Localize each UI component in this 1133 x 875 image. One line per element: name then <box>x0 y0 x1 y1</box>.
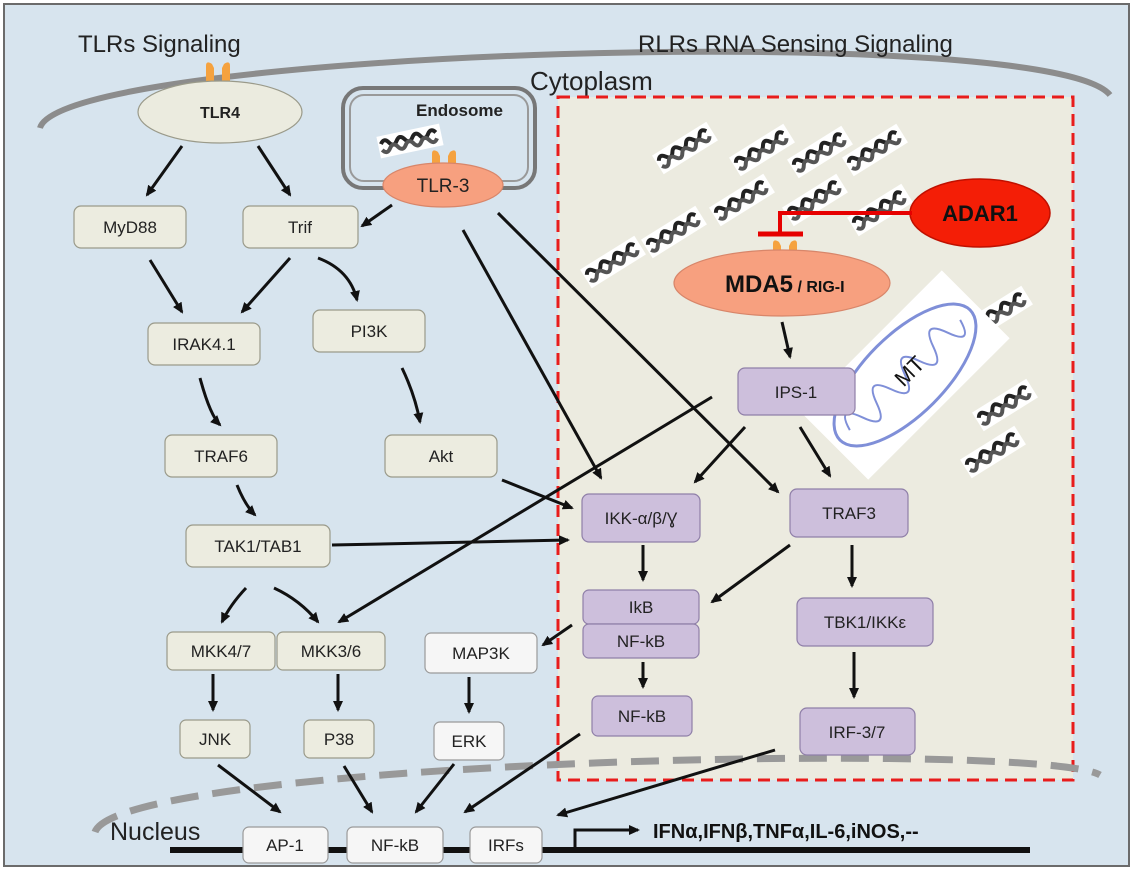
node-pi3k: PI3K <box>312 309 426 353</box>
svg-text:MAP3K: MAP3K <box>452 644 510 663</box>
nucleus-label: Nucleus <box>110 818 200 846</box>
node-p38: P38 <box>303 719 375 759</box>
svg-text:P38: P38 <box>324 730 354 749</box>
node-nfkb: NF-kB <box>591 695 693 737</box>
svg-text:TBK1/IKKε: TBK1/IKKε <box>824 613 907 632</box>
node-tbk1: TBK1/IKKε <box>796 597 934 647</box>
node-traf3: TRAF3 <box>789 488 909 538</box>
svg-text:TRAF3: TRAF3 <box>822 504 876 523</box>
transcription-arrow <box>573 825 640 850</box>
title-cytoplasm: Cytoplasm <box>530 66 653 96</box>
svg-text:MKK3/6: MKK3/6 <box>301 642 361 661</box>
svg-text:TAK1/TAB1: TAK1/TAB1 <box>214 537 301 556</box>
output-genes: IFNα,IFNβ,TNFα,IL-6,iNOS,-- <box>653 821 919 843</box>
cell-membrane <box>37 48 1113 130</box>
svg-text:IKK-α/β/Ɣ: IKK-α/β/Ɣ <box>605 509 678 528</box>
node-irak: IRAK4.1 <box>147 322 261 366</box>
nuclear-envelope <box>91 754 1102 834</box>
svg-text:MKK4/7: MKK4/7 <box>191 642 251 661</box>
svg-text:JNK: JNK <box>199 730 232 749</box>
node-traf6: TRAF6 <box>164 434 278 478</box>
adar1-inhibition-line <box>778 211 912 234</box>
svg-text:AP-1: AP-1 <box>266 836 304 855</box>
svg-text:ERK: ERK <box>452 732 488 751</box>
endosome: Endosome TLR-3 <box>341 86 537 208</box>
node-ips1: IPS-1 <box>737 367 856 416</box>
node-map3k: MAP3K <box>424 632 538 674</box>
node-myd88: MyD88 <box>73 205 187 249</box>
mitochondrion: MT <box>800 270 1010 480</box>
svg-text:PI3K: PI3K <box>351 322 389 341</box>
adar1-label: ADAR1 <box>942 201 1018 226</box>
svg-text:IRFs: IRFs <box>488 836 524 855</box>
svg-text:NF-kB: NF-kB <box>617 632 665 651</box>
title-tlrs: TLRs Signaling <box>78 31 241 58</box>
node-akt: Akt <box>384 434 498 478</box>
svg-text:NF-kB: NF-kB <box>618 707 666 726</box>
svg-text:NF-kB: NF-kB <box>371 836 419 855</box>
node-nfkb-complex: NF-kB <box>582 623 700 659</box>
svg-text:IPS-1: IPS-1 <box>775 383 818 402</box>
title-rlrs: RLRs RNA Sensing Signaling <box>638 31 953 58</box>
pathway-arrows <box>145 145 859 818</box>
node-ikb: IkB <box>582 589 700 625</box>
svg-text:TRAF6: TRAF6 <box>194 447 248 466</box>
tf-nfkb: NF-kB <box>346 826 444 864</box>
node-jnk: JNK <box>179 719 251 759</box>
node-tak1: TAK1/TAB1 <box>185 524 331 568</box>
svg-text:Akt: Akt <box>429 447 454 466</box>
svg-text:IRAK4.1: IRAK4.1 <box>172 335 235 354</box>
mda5-label: MDA5 / RIG-I <box>725 271 845 298</box>
node-mkk47: MKK4/7 <box>166 631 276 671</box>
svg-text:MyD88: MyD88 <box>103 218 157 237</box>
node-erk: ERK <box>433 721 505 761</box>
node-mkk36: MKK3/6 <box>276 631 386 671</box>
node-trif: Trif <box>242 205 359 249</box>
tf-irfs: IRFs <box>469 826 543 864</box>
svg-text:IRF-3/7: IRF-3/7 <box>829 723 886 742</box>
tlr3-label: TLR-3 <box>417 176 470 197</box>
endosome-label: Endosome <box>416 101 503 120</box>
node-irf37: IRF-3/7 <box>799 707 916 756</box>
svg-text:IkB: IkB <box>629 598 654 617</box>
tf-ap1: AP-1 <box>242 826 329 864</box>
node-ikk: IKK-α/β/Ɣ <box>581 493 701 543</box>
tlr3-receptor <box>382 162 504 208</box>
svg-text:Trif: Trif <box>288 218 312 237</box>
mda5-rigi-receptor <box>673 249 891 317</box>
tlr4-receptor: TLR4 <box>137 62 303 144</box>
tlr4-label: TLR4 <box>200 105 240 122</box>
